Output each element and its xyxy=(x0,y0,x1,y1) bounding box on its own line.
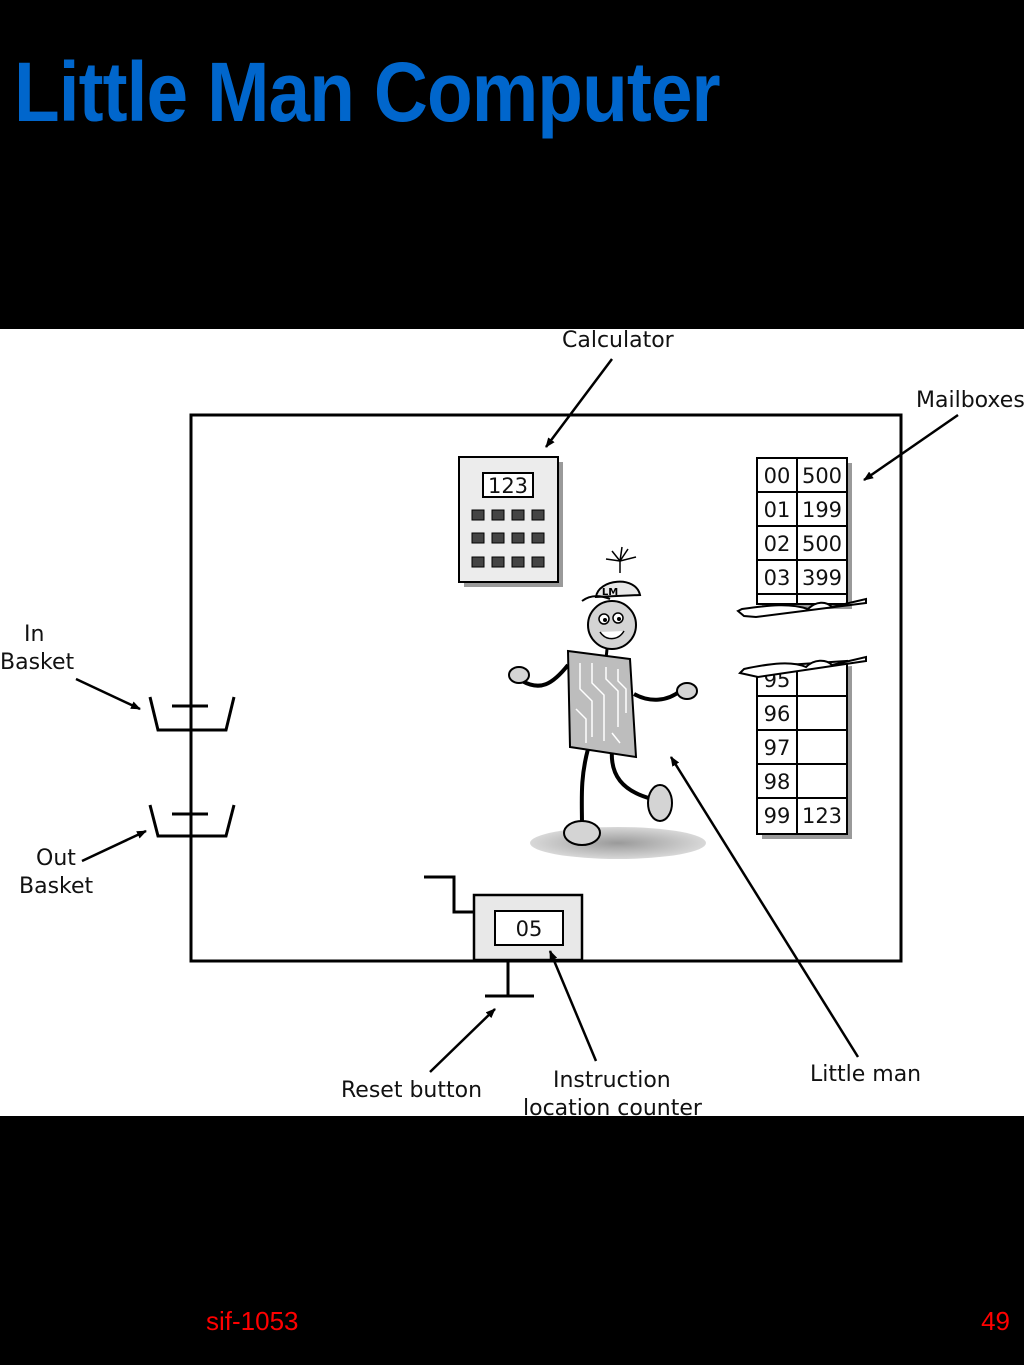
mailbox-address: 99 xyxy=(764,804,791,828)
out-basket-label: Out xyxy=(36,846,76,871)
lmc-diagram-svg: 123 Calculator 00 500 01 199 02 500 03 xyxy=(0,329,1024,1116)
little-man-arrow xyxy=(669,756,860,1058)
reset-button-arrow xyxy=(429,1008,496,1073)
mailbox-value: 123 xyxy=(802,804,842,828)
mailbox-address: 98 xyxy=(764,770,791,794)
little-man-label: Little man xyxy=(810,1062,921,1087)
mailbox-tear-top xyxy=(736,597,867,619)
mailbox-address: 96 xyxy=(764,702,791,726)
mailbox-address: 00 xyxy=(764,464,791,488)
reset-button-label: Reset button xyxy=(341,1078,482,1103)
instruction-counter: 05 xyxy=(472,893,584,962)
mailbox-value: 500 xyxy=(802,532,842,556)
mailbox-address: 02 xyxy=(764,532,791,556)
calculator-display: 123 xyxy=(488,474,528,498)
footer-course-code: sif-1053 xyxy=(206,1306,299,1336)
mailboxes-arrow xyxy=(863,413,959,482)
calculator-label: Calculator xyxy=(562,329,675,353)
in-basket-arrow xyxy=(75,677,141,711)
calculator: 123 xyxy=(458,456,563,587)
counter-lever xyxy=(424,875,474,914)
calculator-keypad xyxy=(471,509,545,568)
mailbox-tear-bottom xyxy=(738,655,867,679)
mailboxes-top: 00 500 01 199 02 500 03 399 xyxy=(756,457,852,609)
mailboxes-label: Mailboxes xyxy=(916,388,1024,413)
out-basket-arrow xyxy=(81,829,147,863)
mailbox-value: 399 xyxy=(802,566,842,590)
little-man-figure: LM xyxy=(508,546,706,859)
little-man-cap-label: LM xyxy=(602,587,618,598)
calculator-arrow xyxy=(545,358,613,448)
in-basket-label: Basket xyxy=(0,650,75,675)
mailboxes-bottom: 95 96 97 98 99 123 xyxy=(756,659,852,839)
out-basket xyxy=(148,804,236,838)
instruction-counter-display: 05 xyxy=(516,917,543,941)
out-basket-label: Basket xyxy=(19,874,94,899)
instruction-counter-label: Instruction xyxy=(553,1068,671,1093)
slide-title: Little Man Computer xyxy=(14,45,721,139)
mailbox-address: 03 xyxy=(764,566,791,590)
lmc-diagram: 123 Calculator 00 500 01 199 02 500 03 xyxy=(0,329,1024,1116)
page-number: 49 xyxy=(981,1306,1010,1336)
mailbox-address: 97 xyxy=(764,736,791,760)
instruction-counter-arrow xyxy=(548,950,598,1062)
mailbox-value: 199 xyxy=(802,498,842,522)
mailbox-address: 01 xyxy=(764,498,791,522)
mailbox-value: 500 xyxy=(802,464,842,488)
in-basket-label: In xyxy=(24,622,44,647)
instruction-counter-label: location counter xyxy=(523,1096,703,1116)
